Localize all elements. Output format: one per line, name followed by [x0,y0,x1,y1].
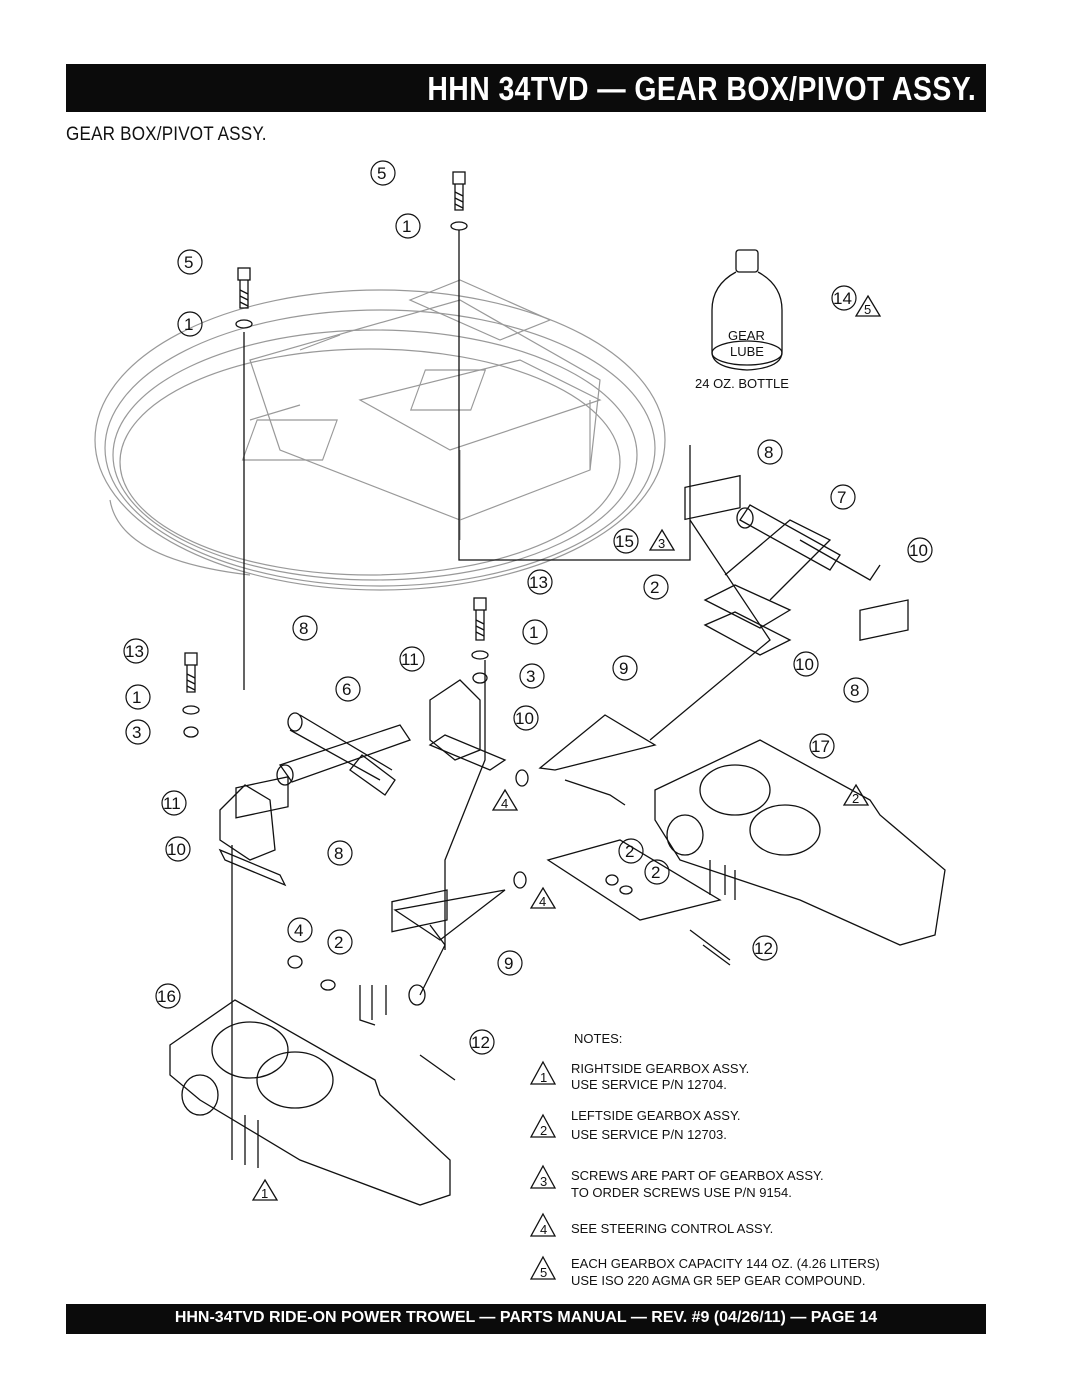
callout-6: 6 [342,680,351,699]
callout-5: 5 [377,164,386,183]
note-2-line1: LEFTSIDE GEARBOX ASSY. [571,1108,741,1123]
gearbox-right-hardware [605,874,731,966]
bottle-caption: 24 OZ. BOTTLE [695,376,789,391]
callout-8: 8 [334,844,343,863]
note-4-line1: SEE STEERING CONTROL ASSY. [571,1221,773,1236]
footer-bar: HHN-34TVD RIDE-ON POWER TROWEL — PARTS M… [66,1304,986,1334]
gearbox-left [169,955,456,1206]
notes-heading: NOTES: [574,1031,622,1046]
left-pivot-assembly [218,679,507,933]
callout-10: 10 [795,655,814,674]
steering-link-upper [515,714,657,806]
steering-link-lower [393,871,527,1006]
title-bar: HHN 34TVD — GEAR BOX/PIVOT ASSY. [66,64,986,112]
callout-9: 9 [504,954,513,973]
callout-2: 2 [650,578,659,597]
note-5-number: 5 [540,1265,547,1280]
callout-1: 1 [529,623,538,642]
callout-17: 17 [811,737,830,756]
callout-10: 10 [515,709,534,728]
callout-1: 1 [184,315,193,334]
right-pivot-assembly [684,474,909,656]
bolt-top-left [235,267,253,329]
callout-16: 16 [157,987,176,1006]
bolt-13-left [182,652,200,738]
note-5-line1: EACH GEARBOX CAPACITY 144 OZ. (4.26 LITE… [571,1256,880,1271]
flag-5: 5 [864,302,871,317]
callout-13: 13 [125,642,144,661]
callout-1: 1 [132,688,141,707]
bottle-label-lube: LUBE [730,344,764,359]
note-3-number: 3 [540,1174,547,1189]
callout-12: 12 [471,1033,490,1052]
callout-7: 7 [837,488,846,507]
callout-12: 12 [754,939,773,958]
flag-4: 4 [501,796,508,811]
note-2-line2: USE SERVICE P/N 12703. [571,1127,727,1142]
section-title: GEAR BOX/PIVOT ASSY. [66,124,267,145]
note-1-line2: USE SERVICE P/N 12704. [571,1077,727,1092]
bottle-label-gear: GEAR [728,328,765,343]
note-flags [251,294,882,1201]
callout-15: 15 [615,532,634,551]
callout-10: 10 [909,541,928,560]
callout-3: 3 [526,667,535,686]
bolt-13-middle [471,597,489,684]
callout-2: 2 [625,842,634,861]
footer-text: HHN-34TVD RIDE-ON POWER TROWEL — PARTS M… [174,1309,878,1326]
callout-11: 11 [401,650,419,669]
gear-lube-bottle [711,249,783,371]
note-triangles [529,1060,557,1280]
note-2-number: 2 [540,1123,547,1138]
callout-8: 8 [764,443,773,462]
trowel-frame [94,279,666,591]
callout-13: 13 [529,573,548,592]
callout-2: 2 [651,863,660,882]
callout-5: 5 [184,253,193,272]
callout-1: 1 [402,217,411,236]
flag-4: 4 [539,894,546,909]
flag-3: 3 [658,536,665,551]
note-5-line2: USE ISO 220 AGMA GR 5EP GEAR COMPOUND. [571,1273,866,1288]
callout-10: 10 [167,840,186,859]
callout-11: 11 [163,794,181,813]
note-1-line1: RIGHTSIDE GEARBOX ASSY. [571,1061,749,1076]
flag-2: 2 [852,791,859,806]
gearbox-right [546,739,946,961]
page-title: HHN 34TVD — GEAR BOX/PIVOT ASSY. [427,70,976,107]
callout-4: 4 [294,921,303,940]
note-3-line2: TO ORDER SCREWS USE P/N 9154. [571,1185,792,1200]
callout-8: 8 [299,619,308,638]
note-1-number: 1 [540,1070,547,1085]
callout-group [123,160,933,1055]
bolt-top-right [450,171,468,231]
note-3-line1: SCREWS ARE PART OF GEARBOX ASSY. [571,1168,824,1183]
note-4-number: 4 [540,1222,547,1237]
callout-2: 2 [334,933,343,952]
callout-8: 8 [850,681,859,700]
callout-3: 3 [132,723,141,742]
flag-1: 1 [261,1186,268,1201]
callout-14: 14 [833,289,852,308]
callout-9: 9 [619,659,628,678]
